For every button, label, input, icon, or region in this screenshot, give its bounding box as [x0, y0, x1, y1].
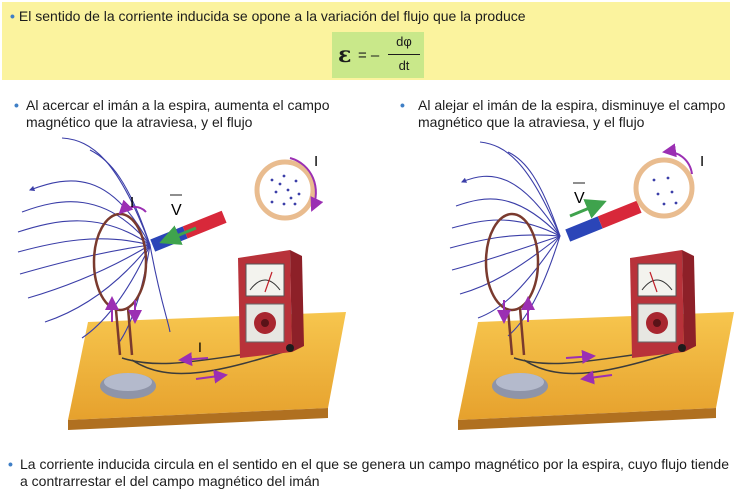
formula-denominator: dt [398, 58, 410, 73]
banner: •El sentido de la corriente inducida se … [2, 2, 730, 80]
left-current-arrow [118, 199, 147, 215]
right-table [458, 312, 734, 420]
left-velocity-arrow [159, 225, 197, 245]
formula-numerator: dφ [396, 34, 412, 49]
left-coil-lead [126, 307, 134, 356]
left-wire [131, 347, 297, 375]
left-coil-lead [114, 309, 122, 356]
right-table-edge [458, 408, 716, 430]
left-switch-pad [100, 373, 156, 399]
left-wire-arrow [195, 369, 228, 384]
formula-equals: = – [358, 47, 380, 64]
right-scene: V I [449, 141, 734, 430]
bullet-icon: • [10, 8, 15, 24]
right-coil-lead [518, 307, 526, 356]
left-wire-current-label: I [198, 339, 202, 355]
left-coil [92, 212, 148, 312]
faraday-formula: ε = – dφ dt [332, 32, 424, 78]
right-wire [523, 347, 689, 375]
right-velocity-arrow [569, 199, 607, 219]
left-caption: • Al acercar el imán a la espira, aument… [8, 97, 368, 131]
left-table [68, 312, 346, 420]
right-switch-pad [492, 373, 548, 399]
left-wire [121, 349, 291, 365]
right-velocity-label: V [574, 190, 585, 207]
right-flux-current-label: I [700, 153, 704, 170]
footer-note: • La corriente inducida circula en el se… [8, 456, 737, 490]
right-wire-arrow [565, 349, 596, 364]
left-galvanometer [238, 250, 304, 358]
left-field-lines [17, 137, 171, 345]
left-velocity-label: V [171, 202, 182, 219]
right-switch-pad-top [496, 373, 544, 391]
right-galvanometer [630, 250, 696, 358]
left-flux-view: I [254, 153, 324, 221]
formula-emf-symbol: ε [338, 42, 352, 68]
banner-line: •El sentido de la corriente inducida se … [10, 8, 526, 24]
formula-fraction-bar [388, 54, 420, 55]
banner-text: El sentido de la corriente inducida se o… [18, 8, 526, 24]
left-flux-current-label: I [314, 153, 318, 170]
right-coil [484, 212, 540, 312]
bullet-icon: • [400, 97, 405, 113]
right-caption-text: Al alejar el imán de la espira, disminuy… [418, 97, 726, 130]
right-wire [513, 349, 683, 365]
right-flux-view: I [633, 143, 704, 219]
right-coil-lead [506, 309, 514, 356]
right-magnet [565, 200, 642, 242]
left-scene: V I I [17, 137, 346, 430]
right-caption: • Al alejar el imán de la espira, dismin… [400, 97, 737, 131]
left-table-edge [68, 408, 328, 430]
right-wire-arrow [580, 370, 613, 385]
left-switch-pad-top [104, 373, 152, 391]
footer-text: La corriente inducida circula en el sent… [20, 456, 729, 489]
left-magnet [150, 210, 227, 252]
left-current-label: I [130, 194, 134, 211]
right-field-lines [449, 141, 561, 337]
bullet-icon: • [8, 456, 13, 472]
left-wire-arrow [178, 352, 209, 367]
bullet-icon: • [14, 97, 19, 113]
left-caption-text: Al acercar el imán a la espira, aumenta … [26, 97, 330, 130]
